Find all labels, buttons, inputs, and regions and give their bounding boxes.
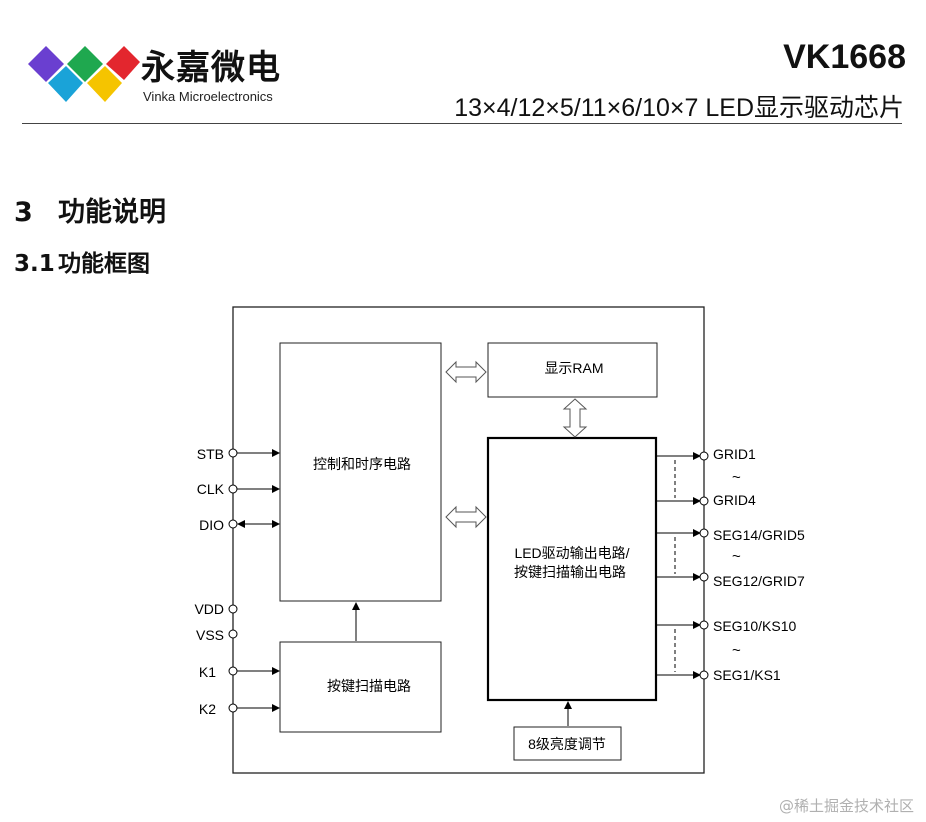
brand-name-en: Vinka Microelectronics [143, 89, 273, 104]
brand-name-cn: 永嘉微电 [141, 48, 281, 88]
part-number: VK1668 [783, 38, 906, 76]
pin-seg14-grid5: SEG14/GRID5 [657, 527, 805, 543]
section-title: 功能说明 [58, 197, 166, 228]
control-driver-double-arrow [445, 505, 487, 529]
pin-seg12-label: SEG12/GRID7 [713, 573, 805, 589]
pin-vdd: VDD [194, 601, 238, 617]
key-scan-label: 按键扫描电路 [327, 678, 411, 694]
ram-driver-double-arrow [562, 398, 588, 438]
pin-grid4: GRID4 [657, 492, 756, 508]
pin-k1: K1 [199, 664, 280, 680]
header-divider [22, 123, 902, 124]
chip-outline [232, 306, 705, 774]
seg-grid-range-mark: ~ [732, 548, 741, 565]
document-subtitle: 13×4/12×5/11×6/10×7 LED显示驱动芯片 [454, 94, 904, 122]
pin-stb-label: STB [197, 446, 224, 462]
key-scan-block: 按键扫描电路 [279, 641, 442, 733]
control-timing-label: 控制和时序电路 [313, 456, 411, 472]
pin-k2-label: K2 [199, 701, 216, 717]
pin-vss: VSS [196, 627, 238, 643]
pin-seg10-label: SEG10/KS10 [713, 618, 796, 634]
subsection-title: 功能框图 [58, 251, 150, 277]
pin-grid1: GRID1 [657, 446, 756, 462]
pin-vdd-label: VDD [194, 601, 224, 617]
subsection-number: 3.1 [14, 251, 55, 277]
seg-ks-range-mark: ~ [732, 642, 741, 659]
grid-range-mark: ~ [732, 469, 741, 486]
watermark: @稀土掘金技术社区 [778, 797, 914, 815]
control-ram-double-arrow [445, 360, 487, 384]
pin-seg1-ks1: SEG1/KS1 [657, 667, 781, 683]
display-ram-block: 显示RAM [487, 342, 658, 398]
pin-seg14-label: SEG14/GRID5 [713, 527, 805, 543]
pin-dio: DIO [199, 517, 280, 533]
pin-grid4-label: GRID4 [713, 492, 756, 508]
pin-grid1-label: GRID1 [713, 446, 756, 462]
brightness-label: 8级亮度调节 [528, 736, 606, 752]
pin-k2: K2 [199, 701, 280, 717]
pin-vss-label: VSS [196, 627, 224, 643]
led-driver-block: LED驱动输出电路/ 按键扫描输出电路 [486, 436, 658, 702]
pin-seg12-grid7: SEG12/GRID7 [657, 572, 805, 589]
pin-seg10-ks10: SEG10/KS10 [657, 618, 796, 634]
led-driver-label-line2: 按键扫描输出电路 [514, 564, 626, 580]
pin-stb: STB [197, 446, 280, 462]
pin-seg1-label: SEG1/KS1 [713, 667, 781, 683]
section-number: 3 [14, 197, 33, 228]
pin-clk-label: CLK [197, 481, 225, 497]
control-timing-block: 控制和时序电路 [279, 342, 442, 602]
section-heading: 3 功能说明 [14, 190, 166, 229]
brightness-block: 8级亮度调节 [513, 726, 622, 761]
pin-dio-label: DIO [199, 517, 224, 533]
led-driver-label-line1: LED驱动输出电路/ [514, 545, 629, 561]
pin-clk: CLK [197, 481, 280, 497]
display-ram-label: 显示RAM [544, 360, 603, 376]
vinka-logo-icon [28, 46, 140, 102]
pin-k1-label: K1 [199, 664, 216, 680]
